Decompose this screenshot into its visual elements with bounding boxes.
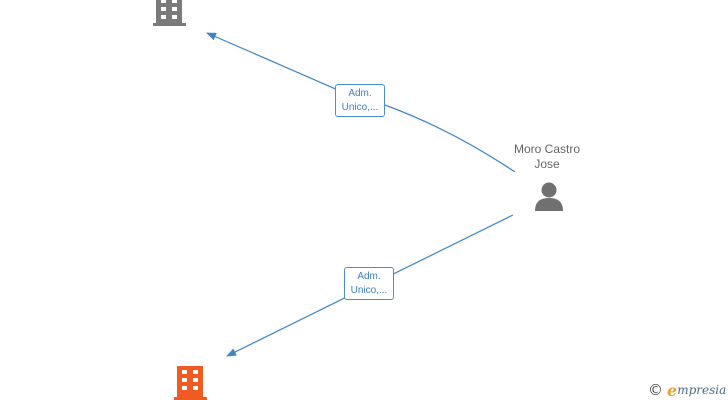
edge-label-line1: Adm. [357,271,381,282]
person-name-line2: Jose [534,157,560,171]
person-name-line1: Moro Castro [513,142,581,156]
edge-label-top[interactable]: Adm. Unico,... [335,84,385,117]
edge-label-bottom[interactable]: Adm. Unico,... [344,267,394,300]
copyright-symbol: © [648,381,663,399]
brand-logo: © e mpresia [648,380,726,400]
edge-label-line2: Unico,... [341,102,379,113]
person-icon[interactable] [534,182,564,212]
edge-label-line1: Adm. [348,88,372,99]
brand-initial: e [667,380,678,400]
edge-label-line2: Unico,... [350,285,388,296]
building-icon[interactable] [153,0,186,28]
brand-name: mpresia [677,383,727,397]
building-icon[interactable] [174,366,207,400]
person-name[interactable]: Moro Castro Jose [497,142,597,172]
